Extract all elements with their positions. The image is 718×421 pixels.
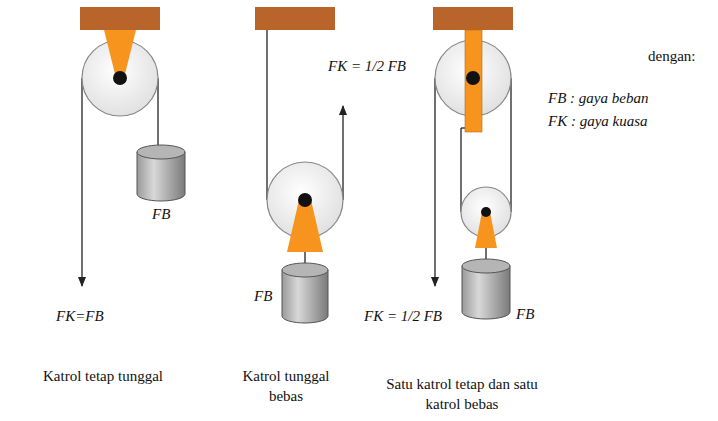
symbol-definition: FB : gaya beban — [548, 88, 648, 108]
ceiling — [255, 7, 335, 30]
pulley-bracket — [465, 30, 482, 132]
note-heading: dengan: — [648, 46, 695, 66]
load-weight — [282, 263, 328, 323]
pulley-bracket — [287, 200, 323, 252]
pulley-bracket — [104, 30, 136, 78]
symbol-definition: FK : gaya kuasa — [548, 111, 648, 131]
load-label: FB — [254, 286, 272, 306]
axle — [298, 193, 312, 207]
compound-pulley-system — [433, 7, 513, 319]
rope-effort — [342, 106, 343, 200]
load-label: FB — [516, 304, 534, 324]
rope-anchor — [460, 128, 461, 212]
load-label: FB — [152, 204, 170, 224]
caption-label: Katrol tunggal bebas — [226, 366, 346, 407]
formula-label: FK=FB — [56, 306, 104, 326]
rope-middle — [510, 78, 511, 212]
fixed-pulley-system — [80, 7, 185, 286]
axle — [466, 71, 480, 85]
axle — [481, 207, 491, 217]
rope-load — [157, 78, 158, 150]
formula-label: FK = 1/2 FB — [364, 306, 442, 326]
caption-label: Katrol tetap tunggal — [18, 366, 188, 386]
ceiling — [433, 7, 513, 30]
rope-effort — [434, 78, 435, 286]
formula-label: FK = 1/2 FB — [328, 56, 406, 76]
caption-label: Satu katrol tetap dan satu katrol bebas — [367, 374, 557, 415]
ceiling — [80, 7, 160, 30]
rope-fixed — [266, 30, 267, 200]
rope-effort — [81, 78, 82, 286]
axle — [113, 71, 127, 85]
movable-pulley-system — [255, 7, 343, 323]
load-weight — [462, 259, 510, 319]
load-weight — [137, 145, 185, 201]
pulley-bracket — [475, 212, 497, 248]
